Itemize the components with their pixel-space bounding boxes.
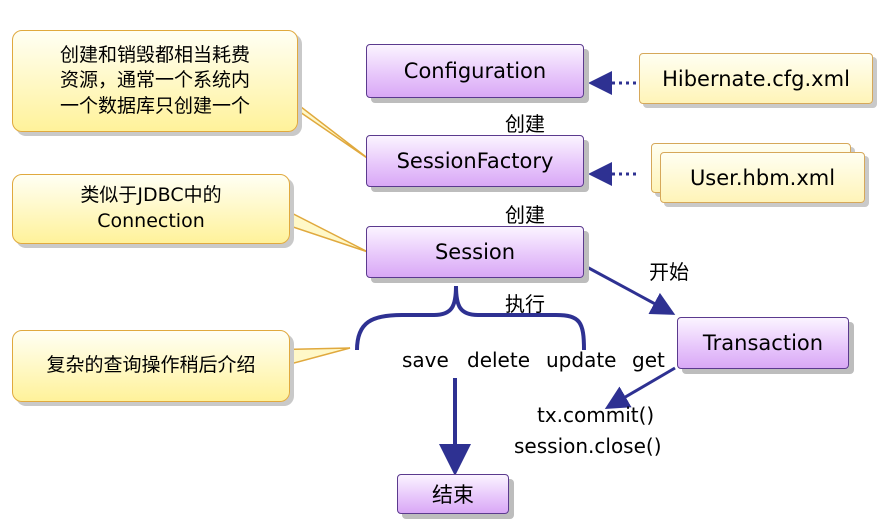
close-call: session.close() [514,434,662,458]
arrow-transaction-commit [604,366,676,410]
session-note-line-1: 类似于JDBC中的 [80,184,222,207]
session-label: Session [434,240,516,264]
end-label: 结束 [432,483,474,507]
operation-save: save [402,348,449,372]
user-hbm-file: User.hbm.xml [660,152,865,203]
execute-label: 执行 [505,292,545,316]
configuration-label: Configuration [403,59,547,83]
configuration-node: Configuration [366,44,584,98]
create-label-2: 创建 [505,203,545,227]
session-note-callout: 类似于JDBC中的 Connection [12,174,290,244]
operation-update: update [546,348,617,372]
session-factory-label: SessionFactory [396,149,554,173]
session-note-line-2: Connection [97,210,205,232]
factory-note-line-2: 资源，通常一个系统内 [59,69,250,92]
factory-note-line-3: 一个数据库只创建一个 [59,94,250,117]
commit-call: tx.commit() [537,403,655,427]
factory-note-callout: 创建和销毁都相当耗费 资源，通常一个系统内 一个数据库只创建一个 [12,30,298,132]
create-label-1: 创建 [505,112,545,136]
operation-delete: delete [467,348,531,372]
session-factory-node: SessionFactory [366,135,584,187]
operations-brace [355,285,586,351]
query-note-label: 复杂的查询操作稍后介绍 [46,354,256,377]
session-node: Session [366,226,584,278]
user-hbm-label: User.hbm.xml [689,165,836,190]
factory-note-line-1: 创建和销毁都相当耗费 [59,43,250,66]
operation-get: get [632,348,665,372]
transaction-node: Transaction [677,317,849,369]
end-node: 结束 [397,474,509,514]
begin-label: 开始 [649,260,689,284]
transaction-label: Transaction [702,331,824,355]
arrow-session-transaction [584,264,676,315]
query-note-callout: 复杂的查询操作稍后介绍 [12,330,290,402]
hibernate-cfg-file: Hibernate.cfg.xml [639,53,873,104]
hibernate-cfg-label: Hibernate.cfg.xml [662,66,850,91]
